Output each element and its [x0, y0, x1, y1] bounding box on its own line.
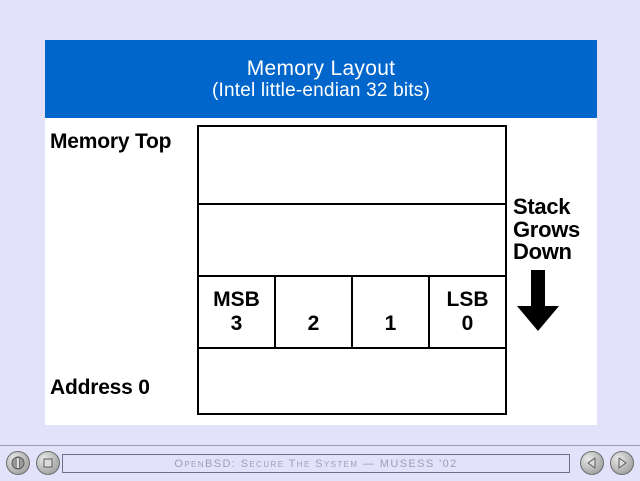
- byte-number-2: 2: [307, 311, 320, 335]
- byte-tag-blank-1: [353, 289, 428, 312]
- memory-cell-empty: [197, 203, 507, 277]
- byte-number-3: 3: [230, 312, 243, 335]
- triangle-right-icon: [618, 457, 627, 469]
- index-button[interactable]: [6, 451, 30, 475]
- stack-label-line-3: Down: [513, 239, 572, 265]
- byte-number-1: 1: [384, 311, 397, 335]
- status-bar-text: OpenBSD: Secure The System — MUSESS '02: [174, 457, 458, 470]
- byte-tag-msb: MSB: [213, 288, 260, 312]
- memory-row-bytes: MSB 3 2 1 LSB 0: [197, 275, 507, 349]
- memory-layout-table: MSB 3 2 1 LSB 0: [197, 125, 507, 415]
- slide-title-banner: Memory Layout (Intel little-endian 32 bi…: [45, 40, 597, 118]
- memory-byte-cell-2: 2: [274, 275, 353, 349]
- memory-byte-cell-0: LSB 0: [428, 275, 507, 349]
- presentation-control-bar: OpenBSD: Secure The System — MUSESS '02: [0, 445, 640, 481]
- arrow-down-icon: [517, 269, 559, 331]
- stop-button[interactable]: [36, 451, 60, 475]
- byte-tag-blank-2: [276, 289, 351, 312]
- memory-row-empty-bottom: [197, 347, 507, 415]
- stop-square-icon: [43, 458, 53, 468]
- status-bar: OpenBSD: Secure The System — MUSESS '02: [62, 454, 570, 473]
- previous-slide-button[interactable]: [580, 451, 604, 475]
- memory-row-empty-top: [197, 125, 507, 205]
- stack-label-line-2: Grows: [513, 216, 580, 242]
- triangle-left-icon: [587, 457, 596, 469]
- stack-label-line-1: Stack: [513, 194, 571, 219]
- index-circle-icon: [11, 456, 25, 470]
- nav-group-right: [580, 451, 634, 475]
- memory-top-label: Memory Top: [50, 130, 172, 153]
- memory-cell-empty: [197, 347, 507, 415]
- memory-byte-cell-3: MSB 3: [197, 275, 276, 349]
- slide-title-secondary: (Intel little-endian 32 bits): [211, 80, 431, 102]
- slide-content-canvas: Memory Top Address 0 MSB 3 2: [45, 118, 597, 425]
- address-zero-label: Address 0: [50, 376, 150, 399]
- nav-group-left: [6, 451, 60, 475]
- next-slide-button[interactable]: [610, 451, 634, 475]
- slide-viewer: Memory Layout (Intel little-endian 32 bi…: [45, 40, 597, 425]
- byte-number-0: 0: [461, 312, 474, 335]
- stack-grows-down-annotation: Stack Grows Down: [513, 194, 597, 332]
- slide-title-primary: Memory Layout: [246, 56, 396, 80]
- memory-row-empty-middle: [197, 203, 507, 277]
- byte-tag-lsb: LSB: [446, 288, 489, 312]
- memory-cell-empty: [197, 125, 507, 205]
- memory-byte-cell-1: 1: [351, 275, 430, 349]
